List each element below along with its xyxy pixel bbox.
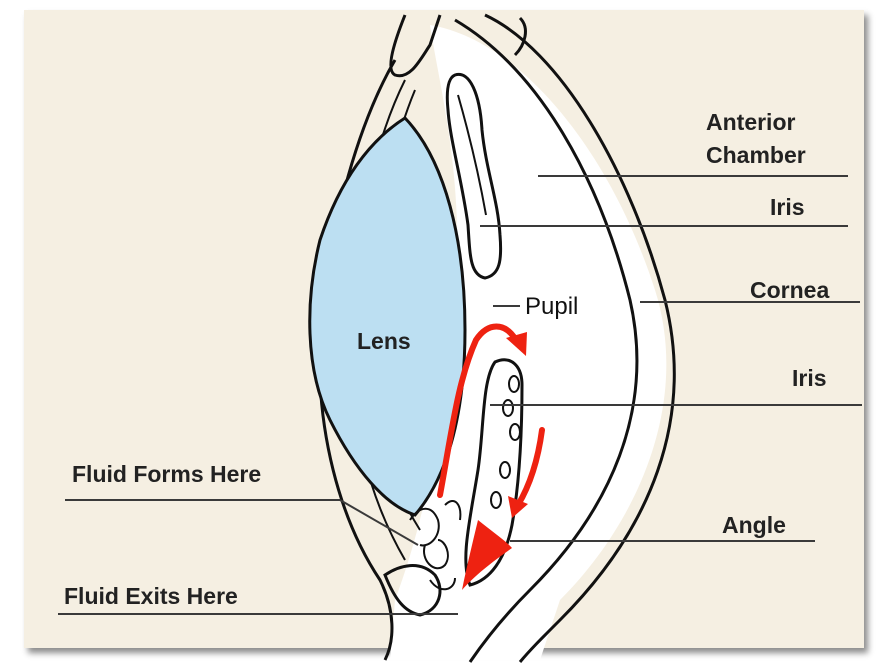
ciliary-body-top [391, 15, 440, 76]
label-fluid-exits: Fluid Exits Here [64, 583, 238, 609]
label-fluid-forms: Fluid Forms Here [72, 461, 261, 487]
label-iris-lower: Iris [792, 365, 827, 391]
label-anterior-chamber-1: Anterior [706, 109, 796, 135]
iris-crypt [503, 400, 513, 416]
iris-crypt [500, 462, 510, 478]
label-pupil: Pupil [525, 293, 578, 320]
label-angle: Angle [722, 512, 786, 538]
iris-crypt [491, 492, 501, 508]
iris-crypt [510, 424, 520, 440]
label-anterior-chamber-2: Chamber [706, 142, 806, 168]
lens-shape [310, 118, 465, 515]
label-lens: Lens [357, 328, 411, 354]
label-cornea: Cornea [750, 277, 829, 303]
label-iris-upper: Iris [770, 194, 805, 220]
iris-crypt [509, 376, 519, 392]
